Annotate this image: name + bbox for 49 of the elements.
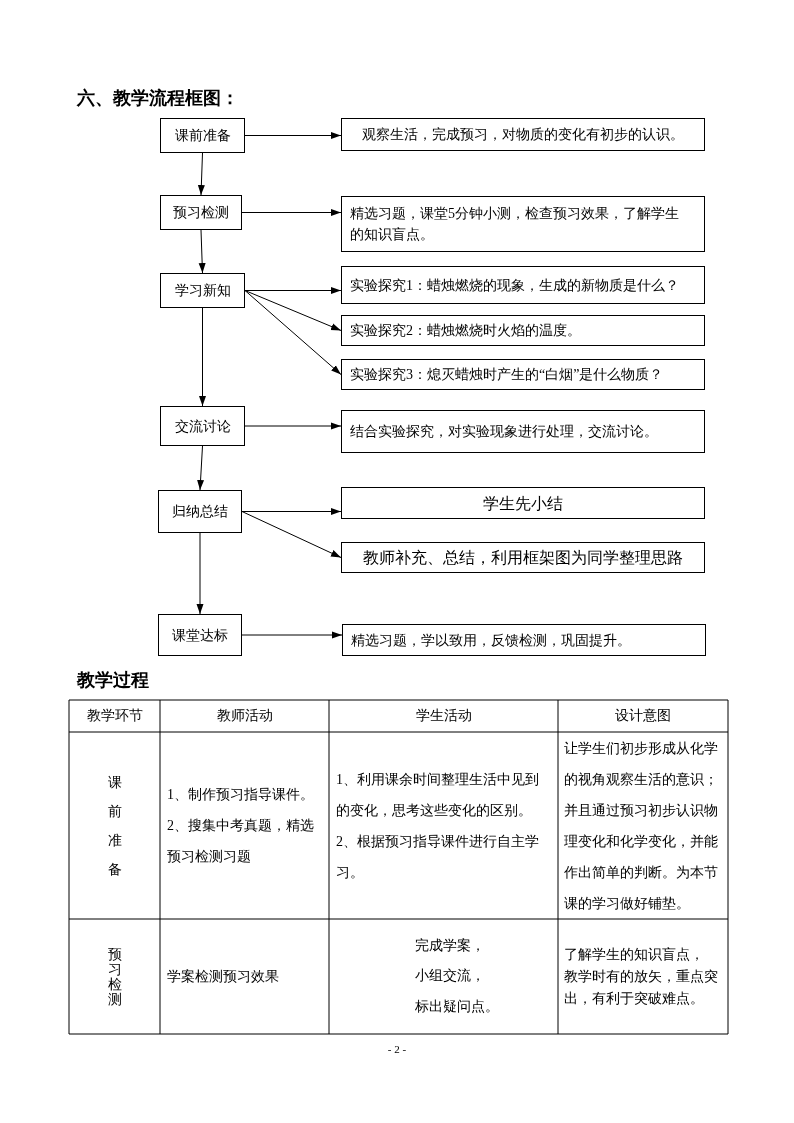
- description-box: 学生先小结: [341, 487, 705, 519]
- arrow: [199, 307, 206, 407]
- column-header: 教学环节: [86, 707, 143, 725]
- cell-text: 学案检测预习效果: [167, 968, 279, 986]
- description-box: 实验探究2：蜡烛燃烧时火焰的温度。: [341, 315, 705, 346]
- cell-text: 1、利用课余时间整理生活中见到的变化，思考这些变化的区别。: [336, 770, 540, 820]
- arrow: [244, 287, 342, 294]
- cell-text: 2、根据预习指导课件进行自主学习。: [336, 832, 540, 882]
- arrow: [241, 508, 342, 515]
- cell-text: 小组交流，: [415, 967, 485, 986]
- step-box: 归纳总结: [158, 490, 242, 533]
- description-box: 精选习题，学以致用，反馈检测，巩固提升。: [342, 624, 706, 656]
- arrow: [244, 290, 342, 331]
- page-number: - 2 -: [386, 1043, 408, 1055]
- arrow: [241, 631, 343, 639]
- arrow: [241, 209, 342, 216]
- cell-text: 了解学生的知识盲点，: [564, 945, 705, 964]
- arrow: [197, 152, 205, 196]
- description-box: 实验探究3：熄灭蜡烛时产生的“白烟”是什么物质？: [341, 359, 705, 390]
- arrow: [244, 132, 342, 139]
- description-box: 教师补充、总结，利用框架图为同学整理思路: [341, 542, 705, 573]
- cell-text: 1、制作预习指导课件。: [167, 786, 314, 804]
- arrow: [244, 422, 342, 430]
- step-box: 预习检测: [160, 195, 242, 230]
- heading: 教学过程: [77, 669, 149, 692]
- cell-text: 让学生们初步形成从化学的视角观察生活的意识；并且通过预习初步认识物理变化和化学变化，并能作出简单的判断。为本节课的学习做好铺垫。: [564, 739, 719, 913]
- arrow: [198, 229, 206, 274]
- column-header: 学生活动: [415, 707, 472, 725]
- cell-text: 标出疑问点。: [415, 997, 499, 1016]
- row-header: 课前准备: [107, 773, 122, 879]
- description-box: 观察生活，完成预习，对物质的变化有初步的认识。: [341, 118, 705, 151]
- column-header: 设计意图: [615, 707, 671, 725]
- description-box: 结合实验探究，对实验现象进行处理，交流讨论。: [341, 410, 705, 453]
- column-header: 教师活动: [216, 707, 273, 725]
- arrow: [197, 445, 205, 491]
- step-box: 交流讨论: [160, 406, 245, 446]
- arrow: [196, 532, 204, 615]
- title: 六、教学流程框图：: [77, 87, 239, 110]
- description-box: 实验探究1：蜡烛燃烧的现象，生成的新物质是什么？: [341, 266, 705, 304]
- cell-text: 2、搜集中考真题，精选预习检测习题: [167, 817, 315, 866]
- arrow: [241, 511, 342, 558]
- arrow: [244, 290, 342, 375]
- step-box: 课前准备: [160, 118, 245, 153]
- cell-text: 完成学案，: [415, 936, 485, 955]
- step-box: 学习新知: [160, 273, 245, 308]
- step-box: 课堂达标: [158, 614, 242, 656]
- row-header: 预习检测: [107, 946, 122, 1007]
- description-box: 精选习题，课堂5分钟小测，检查预习效果，了解学生的知识盲点。: [341, 196, 705, 252]
- cell-text: 教学时有的放矢，重点突出，有利于突破难点。: [564, 967, 719, 1008]
